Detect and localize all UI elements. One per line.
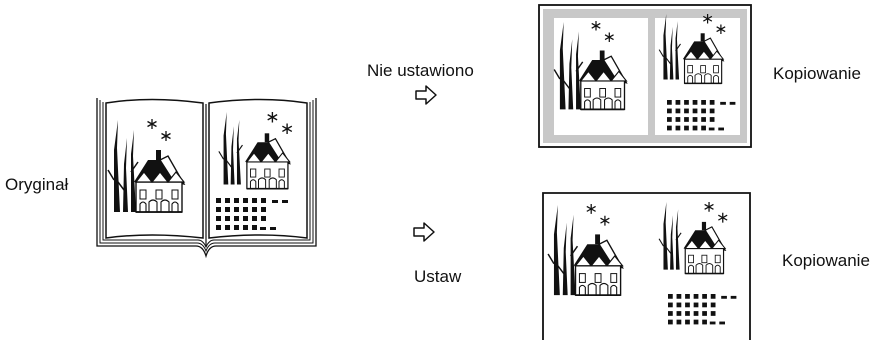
label-set: Ustaw (414, 267, 462, 286)
copy-output-not-set (538, 4, 752, 148)
hollow-right-arrow-icon (413, 222, 435, 242)
label-not-set: Nie ustawiono (367, 61, 474, 80)
label-copy-top: Kopiowanie (773, 64, 861, 83)
hollow-right-arrow-icon (415, 85, 437, 105)
label-original: Oryginał (5, 175, 69, 194)
original-book (96, 98, 317, 259)
label-copy-bottom: Kopiowanie (782, 251, 870, 270)
copy-output-set (542, 192, 751, 340)
